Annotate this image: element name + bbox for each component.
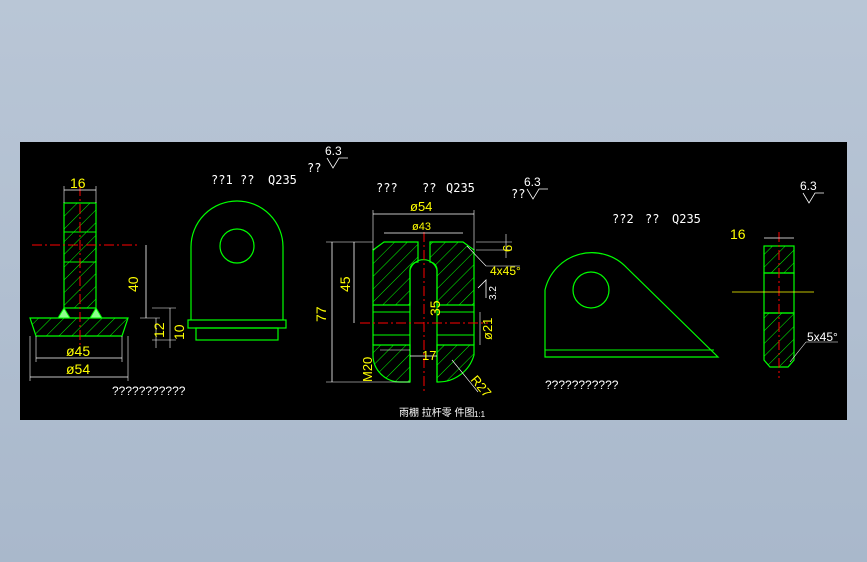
view-2-lug-front: ??1 ?? Q235 ?? 6.3 <box>187 144 348 341</box>
dim-v3-45: 45 <box>337 276 353 292</box>
roughness-v3: 3.2 <box>488 286 499 300</box>
roughness-prefix-2: ?? <box>511 187 525 201</box>
view-3-joint-section: ø54 ø43 6 4x45° 3.2 77 45 35 <box>313 175 548 419</box>
roughness-2: 6.3 <box>524 175 541 189</box>
part-note-1-qty: ?? <box>240 173 254 187</box>
dim-v1-12: 12 <box>151 322 167 338</box>
roughness-3: 6.3 <box>800 179 817 193</box>
dim-v3-chamfer: 4x45° <box>490 264 521 278</box>
dim-v1-height: 40 <box>125 276 141 292</box>
part-note-1-prefix: ??1 <box>211 173 233 187</box>
gusset-hole <box>572 271 610 309</box>
dim-v3-M20: M20 <box>360 357 375 382</box>
roughness-prefix-1: ?? <box>307 161 321 175</box>
part-note-2-qty: ?? <box>422 181 436 195</box>
part-note-3-qty: ?? <box>645 212 659 226</box>
part-note-2-prefix: ??? <box>376 181 398 195</box>
dim-v1-width: 16 <box>70 175 86 191</box>
drawing-canvas <box>20 142 847 420</box>
drawing-scale: 1:1 <box>474 410 486 419</box>
dim-v3-R27: R27 <box>468 372 495 400</box>
dim-v5-width: 16 <box>730 226 746 242</box>
roughness-symbol <box>326 157 348 169</box>
roughness-1: 6.3 <box>325 144 342 158</box>
view-5-pin-side: 16 5x45° 6.3 <box>730 179 838 378</box>
base-plate-section <box>29 317 129 337</box>
dim-v3-d54: ø54 <box>410 199 432 214</box>
dim-v3-6: 6 <box>500 245 515 252</box>
dim-v3-17: 17 <box>422 348 436 363</box>
dim-v1-d45: ø45 <box>66 343 90 359</box>
dim-v1-10: 10 <box>171 324 187 340</box>
roughness-symbol <box>802 192 824 204</box>
dim-v3-d21: ø21 <box>480 318 495 340</box>
placeholder-text-2: ??????????? <box>545 378 619 392</box>
part-note-3-material: Q235 <box>672 212 701 226</box>
dim-v3-77: 77 <box>313 306 329 322</box>
lug-outline <box>190 200 284 320</box>
view-4-gusset-plate: ??2 ?? Q235 ??????????? <box>544 212 720 392</box>
dim-v3-d43: ø43 <box>412 221 431 233</box>
part-note-3-prefix: ??2 <box>612 212 634 226</box>
roughness-symbol <box>526 188 548 200</box>
dim-v1-d54: ø54 <box>66 361 90 377</box>
part-note-2-material: Q235 <box>446 181 475 195</box>
view-1-rod-section: 16 40 12 10 ø45 ø54 ??????????? <box>29 175 187 398</box>
gusset-outline <box>544 252 720 358</box>
part-note-1-material: Q235 <box>268 173 297 187</box>
drawing-title: 雨棚 拉杆零 件图 <box>399 406 475 419</box>
dim-v5-chamfer: 5x45° <box>807 330 838 344</box>
placeholder-text-1: ??????????? <box>112 384 186 398</box>
lug-hole <box>219 228 255 264</box>
dim-v3-35: 35 <box>427 300 443 316</box>
